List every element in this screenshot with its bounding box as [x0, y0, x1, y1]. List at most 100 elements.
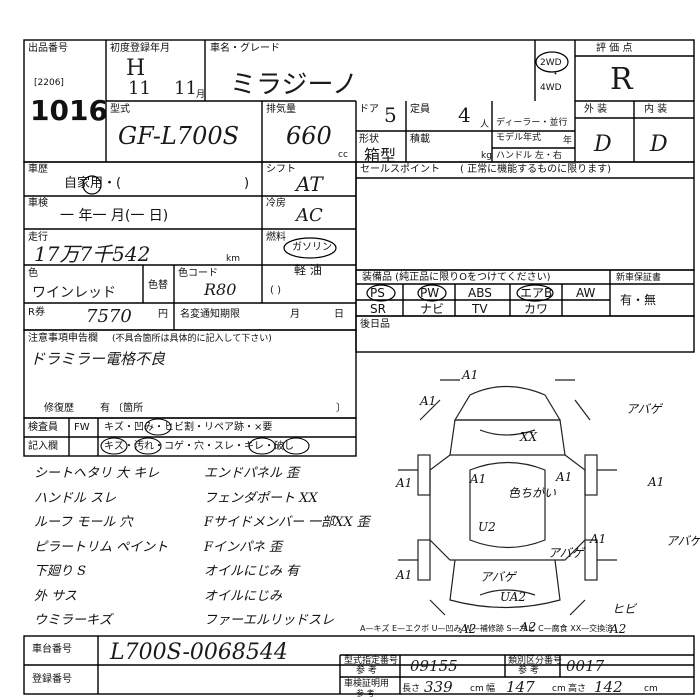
length-unit: cm [470, 684, 484, 694]
damage-mark: アバゲ [666, 534, 700, 548]
damage-mark: アバゲ [480, 570, 516, 584]
drive-2wd: 2WD [540, 58, 562, 68]
class-label: 類別区分番号 [508, 656, 563, 666]
name-change-day: 日 [334, 309, 344, 320]
cert-label: 車検証明用 [344, 679, 390, 689]
inspection-value: 一 年一 月(一 日) [60, 208, 169, 224]
first-reg-year: 11 [128, 78, 151, 99]
height-unit: cm [644, 684, 658, 694]
note-left-item: ウミラーキズ [34, 613, 113, 628]
note-left-item: シートヘタリ 大 キレ [34, 466, 160, 481]
drive-dot: ・ [551, 70, 561, 80]
rear-seat-label: 後日品 [360, 319, 390, 330]
inspector-row-2: キズ・汚れ・コゲ・穴・スレ・キレ・破し [104, 441, 294, 452]
damage-mark: A1 [462, 368, 479, 382]
lot-prefix: [2206] [34, 78, 64, 88]
displacement-unit: cc [338, 150, 348, 160]
note-right-item: ファーエルリッドスレ [204, 613, 335, 628]
type-no-label: 型式指定番号 [344, 656, 399, 666]
interior-label: 内 装 [644, 104, 668, 115]
equip-leather: カワ [524, 302, 549, 316]
equip-sr: SR [370, 302, 386, 316]
chassis-label: 車台番号 [32, 644, 72, 655]
note-left-item: 下廻り S [34, 564, 87, 579]
height-label: 高さ [568, 684, 587, 694]
first-reg-label: 初度登録年月 [110, 43, 170, 54]
mileage-label: 走行 [28, 232, 48, 243]
shift-label: シフト [266, 164, 296, 175]
fuel-gasoline: ガソリン [292, 242, 332, 253]
doors-label: ドア [359, 104, 379, 115]
displacement-label: 排気量 [266, 104, 296, 115]
fuel-other: ( ) [270, 285, 281, 296]
repair-label: 修復歴 [44, 403, 74, 414]
damage-legend: A—キズ E—エクボ U—凹み W—補修跡 S—サビ C—腐食 XX—交換済 [360, 624, 614, 633]
displacement-value: 660 [286, 122, 332, 150]
equip-abs: ABS [468, 286, 492, 300]
note-right-item: Fインパネ 歪 [204, 539, 283, 555]
recycle-label: R券 [28, 307, 45, 318]
recycle-unit: 円 [158, 309, 168, 320]
width-label: 幅 [486, 684, 496, 694]
damage-mark: A1 [396, 568, 413, 582]
car-name: ミラジーノ [230, 70, 358, 100]
color-code-label: 色コード [178, 268, 218, 279]
model-year-label: モデル年式 [496, 133, 542, 143]
capacity-value: 4 [458, 103, 471, 127]
declaration-value: ドラミラー電格不良 [30, 350, 166, 368]
damage-mark: A1 [590, 532, 607, 546]
damage-mark: アバゲ [626, 402, 662, 416]
grade-label: 評 価 点 [596, 43, 633, 54]
damage-mark: A2 [520, 620, 537, 634]
repair-close: 〕 [336, 403, 346, 414]
height-value: 142 [594, 678, 623, 696]
damage-mark: アバゲ [548, 546, 584, 560]
equip-navi: ナビ [420, 302, 445, 316]
repair-value: 有 〔箇所 [100, 403, 144, 414]
note-right-item: フェンダポート XX [204, 490, 318, 506]
exterior-label: 外 装 [584, 104, 608, 115]
type-no-value: 09155 [410, 657, 458, 675]
lot-label: 出品番号 [28, 43, 68, 54]
history-label: 車歴 [28, 164, 48, 175]
equipment-label: 装備品 (純正品に限りOをつけてください) [362, 272, 551, 283]
model-year-unit: 年 [563, 136, 573, 146]
damage-mark: 色ちがい [508, 486, 557, 500]
dealer-label: ディーラー・並行 [496, 118, 568, 128]
color-change-label: 色替 [148, 280, 168, 291]
damage-mark: U2 [478, 520, 496, 534]
length-label: 長さ [402, 684, 421, 694]
model-value: GF-L700S [118, 122, 240, 150]
equip-pw: PW [420, 286, 440, 300]
damage-mark: A2 [610, 622, 627, 636]
history-value: 自家用・( [64, 176, 122, 191]
shape-label: 形状 [359, 134, 379, 145]
warranty-value: 有・無 [620, 293, 657, 307]
color-value: ワインレッド [32, 285, 116, 301]
damage-mark: ヒビ [612, 602, 637, 616]
damage-mark: XX [520, 430, 538, 444]
note-right-item: Fサイドメンバー 一部XX 歪 [204, 515, 370, 530]
grade-value: R [610, 62, 633, 97]
declaration-label: 注意事項申告欄 [28, 333, 98, 344]
damage-mark: A1 [556, 470, 573, 484]
first-reg-month-unit: 月 [196, 90, 206, 100]
shape-value: 箱型 [364, 146, 397, 165]
first-reg-era: H [126, 56, 146, 81]
inspector-label-2: 記入欄 [28, 441, 58, 452]
chassis-value: L700S-0068544 [110, 640, 288, 665]
equip-aw: AW [576, 286, 596, 300]
name-change-month: 月 [290, 309, 300, 320]
doors-value: 5 [384, 103, 397, 127]
width-unit: cm [552, 684, 566, 694]
damage-mark: A1 [648, 475, 665, 489]
damage-mark: A1 [396, 476, 413, 490]
recycle-value: 7570 [86, 306, 132, 327]
interior-value: D [650, 132, 668, 157]
fuel-label: 燃料 [266, 232, 286, 243]
note-left-item: ピラートリム ペイント [34, 539, 169, 555]
type-no-ref: 参 考 [356, 666, 377, 676]
